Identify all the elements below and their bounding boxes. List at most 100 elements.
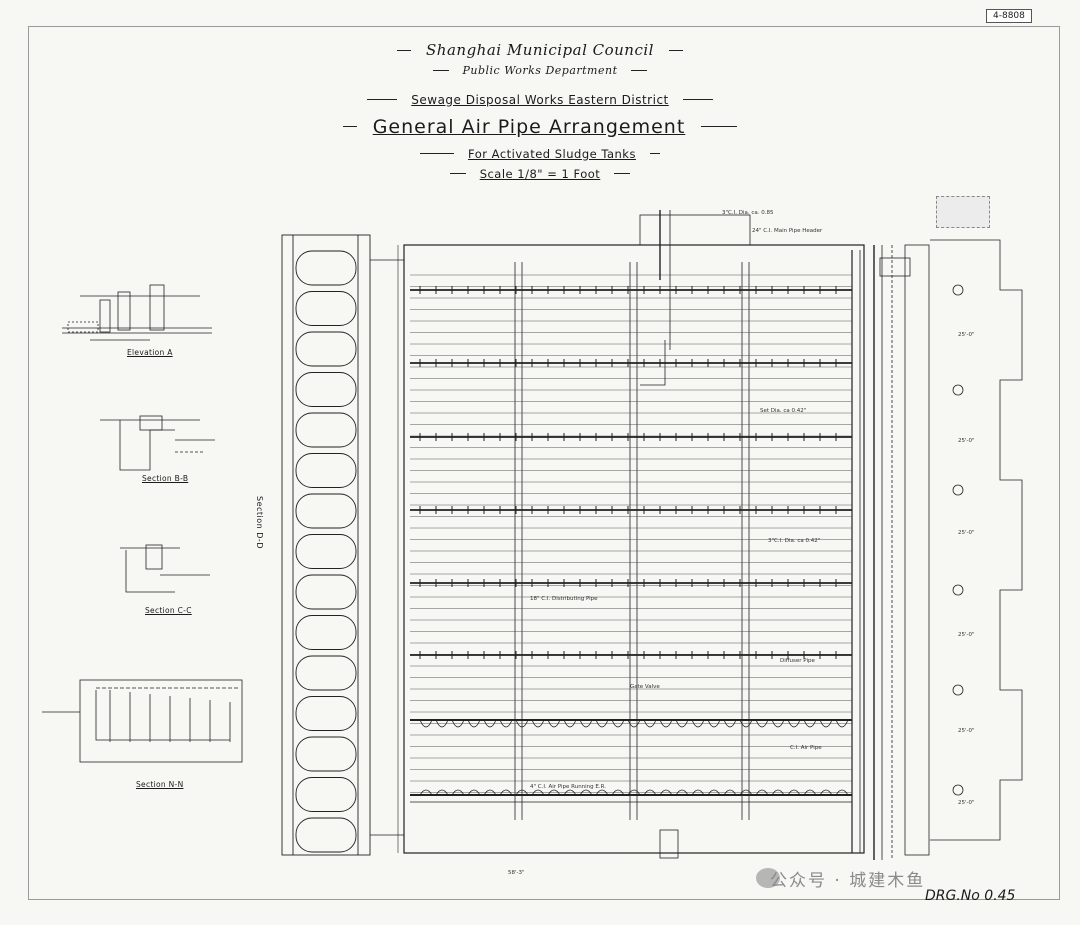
diffuser-loop (579, 719, 593, 728)
rule-line (420, 153, 455, 154)
annotation: 24" C.I. Main Pipe Header (752, 228, 823, 234)
section-bb-label: Section B-B (142, 474, 189, 483)
tank-section (295, 412, 357, 448)
diffuser-loop (739, 789, 753, 796)
diffuser-loop (691, 789, 705, 796)
elevation-a-label: Elevation A (127, 348, 173, 357)
dimension: 25'-0" (958, 632, 975, 638)
dimension: 25'-0" (958, 438, 975, 444)
department-name: Public Works Department (462, 63, 618, 77)
diffuser-loop (499, 789, 513, 796)
tank-section (295, 736, 357, 772)
rule-line (432, 69, 449, 71)
section-bb-sketch (100, 415, 215, 471)
diffuser-loop (547, 789, 561, 796)
diffuser-loop (419, 789, 433, 796)
section-cc-label: Section C-C (145, 606, 192, 615)
diffuser-loop (819, 719, 833, 728)
column-marker (952, 284, 964, 296)
dimension: 25'-0" (958, 332, 975, 338)
wechat-icon (756, 868, 780, 888)
diffuser-loop (675, 789, 689, 796)
annotation: Gate Valve (630, 684, 660, 690)
column-marker (952, 684, 964, 696)
annotation: 18" C.I. Distributing Pipe (530, 596, 598, 602)
rule-line (631, 69, 648, 71)
rule-line (397, 49, 412, 51)
diffuser-loop (691, 719, 705, 728)
diffuser-loop (787, 789, 801, 796)
drawing-title-text: General Air Pipe Arrangement (372, 115, 686, 138)
diffuser-loop (659, 789, 673, 796)
annotation: 4" C.I. Air Pipe Running E.R. (530, 784, 607, 790)
section-dd-label: Section D-D (255, 496, 264, 549)
tank-section (295, 574, 357, 610)
diffuser-loop (739, 719, 753, 728)
council-name: Shanghai Municipal Council (426, 41, 654, 59)
diffuser-loop (579, 789, 593, 796)
diffuser-loop (531, 719, 545, 728)
diffuser-loop (595, 719, 609, 728)
main-plan (370, 210, 1023, 860)
diffuser-loop (627, 789, 641, 796)
council-heading: Shanghai Municipal Council (0, 40, 1080, 59)
works-name: Sewage Disposal Works Eastern District (411, 92, 669, 107)
diffuser-loop (803, 719, 817, 728)
tank-section (295, 331, 357, 367)
column-marker (952, 784, 964, 796)
diffuser-loop (643, 719, 657, 728)
tank-section (295, 817, 357, 853)
diffuser-loop (771, 719, 785, 728)
section-nn-label: Section N-N (136, 780, 184, 789)
diffuser-loop (435, 719, 449, 728)
diffuser-loop (611, 719, 625, 728)
diffuser-loop (467, 789, 481, 796)
diffuser-loop (611, 789, 625, 796)
section-dd-tanks (281, 234, 371, 856)
annotation: 3"C.I. Dia. ca 0.42" (768, 538, 821, 544)
diffuser-loop (835, 789, 849, 796)
diffuser-loop (531, 789, 545, 796)
sheet-border (28, 26, 1060, 900)
diffuser-loop (595, 789, 609, 796)
diffuser-loop (467, 719, 481, 728)
rule-line (613, 173, 630, 174)
diffuser-loop (659, 719, 673, 728)
diffuser-loop (547, 719, 561, 728)
rule-line (367, 99, 398, 100)
scale-text: Scale 1/8" = 1 Foot (479, 166, 601, 181)
rule-line (668, 49, 683, 51)
section-cc-sketch (120, 544, 210, 593)
diffuser-loop (419, 719, 433, 728)
annotation: C.I. Air Pipe (790, 745, 822, 751)
drawing-title: General Air Pipe Arrangement (0, 115, 1080, 138)
annotation: Set Dia. ca 0.42" (760, 408, 807, 414)
reference-number: 4-8808 (986, 9, 1032, 23)
tank-section (295, 696, 357, 731)
tank-section (295, 291, 357, 326)
diffuser-loop (563, 789, 577, 796)
column-marker (952, 484, 964, 496)
column-marker (952, 584, 964, 596)
works-heading: Sewage Disposal Works Eastern District (0, 92, 1080, 107)
diffuser-loop (787, 719, 801, 728)
rule-line (649, 153, 660, 154)
diffuser-loop (675, 719, 689, 728)
rule-line (342, 126, 357, 127)
watermark: 公众号 · 城建木鱼 (770, 871, 926, 891)
diffuser-loop (803, 789, 817, 796)
overall-dimension: 58'-3" (508, 870, 525, 876)
tank-section (295, 453, 357, 488)
tank-section (295, 615, 357, 650)
rule-line (450, 173, 467, 174)
drawing-subtitle-text: For Activated Sludge Tanks (468, 146, 636, 161)
diffuser-loop (563, 719, 577, 728)
diffuser-loop (723, 789, 737, 796)
rule-line (682, 99, 713, 100)
diffuser-loop (707, 789, 721, 796)
elevation-a-sketch (62, 284, 212, 341)
diffuser-loop (515, 789, 529, 796)
diffuser-loop (723, 719, 737, 728)
diffuser-loop (483, 789, 497, 796)
